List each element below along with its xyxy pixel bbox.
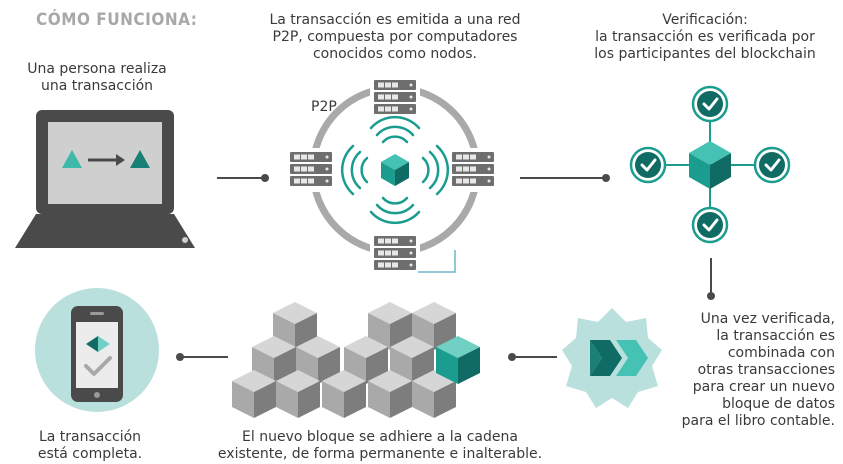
step1-line2: una transacción: [40, 78, 154, 94]
connector-chain-phone: [176, 353, 228, 361]
connector-verification-block: [707, 258, 715, 300]
connector-block-chain: [508, 353, 557, 361]
phone-icon: [35, 288, 159, 412]
step4-line2: la transacción es: [716, 328, 835, 344]
step4-text: Una vez verificada, la transacción es co…: [640, 311, 835, 430]
p2p-label: P2P: [311, 99, 337, 115]
check-top-icon: [691, 85, 729, 123]
server-right-icon: [452, 152, 494, 186]
verification-diagram: [629, 85, 791, 244]
step2-line3: conocidos como nodos.: [312, 46, 478, 62]
step5-line2: existente, de forma permanente e inalter…: [217, 446, 543, 462]
step1-text: Una persona realiza una transacción: [12, 61, 182, 95]
connector-laptop-network: [217, 174, 269, 182]
server-left-icon: [290, 152, 332, 186]
step2-line1: La transacción es emitida a una red: [269, 12, 521, 28]
step4-line1: Una vez verificada,: [700, 311, 835, 327]
step2-text: La transacción es emitida a una red P2P,…: [250, 12, 540, 63]
step3-line2: la transacción es verificada por: [595, 29, 815, 45]
new-block-icon: [562, 308, 662, 408]
step3-line3: los participantes del blockchain: [594, 46, 816, 62]
step5-text: El nuevo bloque se adhiere a la cadena e…: [170, 429, 590, 463]
laptop-icon: [15, 110, 195, 248]
step6-text: La transacción está completa.: [20, 429, 160, 463]
step4-line6: bloque de datos: [722, 396, 835, 412]
blockchain-cubes-icon: [232, 302, 480, 418]
step4-line5: para crear un nuevo: [692, 379, 835, 395]
step2-line2: P2P, compuesta por computadores: [272, 29, 518, 45]
heading: CÓMO FUNCIONA:: [36, 10, 198, 30]
server-bottom-icon: [374, 236, 416, 270]
step4-line3: combinada con: [727, 345, 835, 361]
server-top-icon: [374, 80, 416, 114]
connector-network-verification: [520, 174, 610, 182]
signal-waves-icon: [340, 115, 450, 225]
check-right-icon: [753, 146, 791, 184]
step6-line2: está completa.: [37, 446, 143, 462]
step5-line1: El nuevo bloque se adhiere a la cadena: [242, 429, 518, 445]
step4-line4: otras transacciones: [697, 362, 835, 378]
step4-line7: para el libro contable.: [681, 413, 835, 429]
check-left-icon: [629, 146, 667, 184]
transaction-cube-icon: [381, 154, 409, 186]
step3-line1: Verificación:: [662, 12, 748, 28]
step3-text: Verificación: la transacción es verifica…: [570, 12, 840, 63]
step6-line1: La transacción: [38, 429, 142, 445]
check-bottom-icon: [691, 206, 729, 244]
step1-line1: Una persona realiza: [27, 61, 167, 77]
p2p-network-diagram: [286, 76, 498, 280]
